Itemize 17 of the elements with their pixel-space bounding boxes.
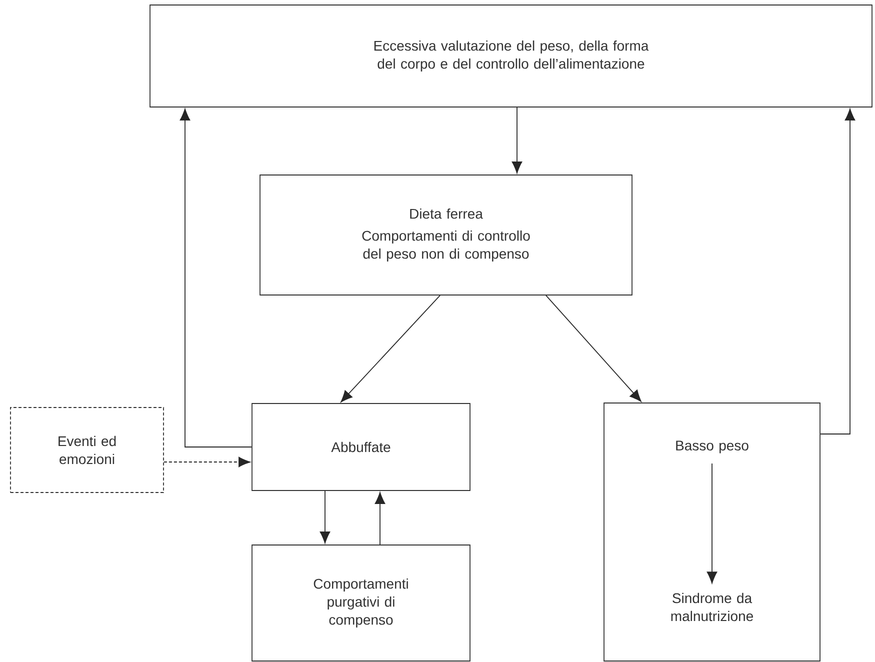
- arrow: [340, 295, 440, 402]
- input-box: Eventi ed emozioni: [10, 407, 164, 493]
- arrow: [706, 463, 718, 584]
- process-box: Comportamenti purgativi di compenso: [252, 544, 470, 662]
- arrow: [546, 295, 642, 402]
- arrow: [320, 490, 330, 544]
- arrow: [820, 108, 856, 434]
- arrow: [374, 492, 386, 545]
- process-box: Dieta ferrea Comportamenti di controllo del peso non di compenso: [260, 174, 632, 296]
- outcome-box: [604, 402, 820, 662]
- box-text: Basso peso: [676, 440, 748, 454]
- arrow: [164, 456, 250, 468]
- statement-box: Eccessiva valutazione del peso, della forma del corpo e del controllo dell’alimentazione: [150, 4, 872, 108]
- arrow: [512, 107, 522, 174]
- process-box: Abbuffate: [252, 403, 470, 491]
- arrow: [180, 108, 252, 448]
- box-text: Sindrome da malnutrizione: [671, 592, 753, 622]
